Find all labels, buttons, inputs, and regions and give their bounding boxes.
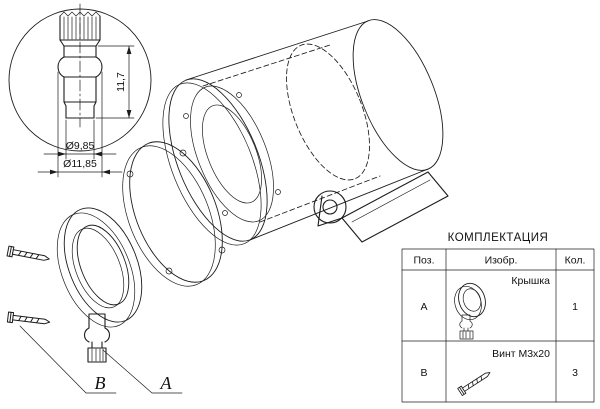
- housing-front-rim: [162, 82, 262, 246]
- callout-b-label: В: [95, 373, 106, 393]
- center-lines: [48, 160, 250, 321]
- row-a-pos: А: [420, 301, 427, 313]
- row-b-qty: 3: [572, 367, 578, 379]
- module-screw-holes: [183, 92, 281, 216]
- dim-height-label: 11,7: [115, 72, 127, 92]
- callout-b: В: [19, 325, 117, 394]
- dim-dia-large-label: Ø11,85: [63, 158, 97, 170]
- cover-ring: [56, 207, 143, 363]
- detail-view: 11,7 Ø9,85 Ø11,85: [8, 3, 152, 178]
- screw-2: [6, 311, 51, 328]
- flange-screw-holes: [126, 149, 226, 275]
- knurl-lines: [63, 16, 97, 40]
- row-b-name: Винт M3x20: [492, 348, 550, 360]
- table-grid: [401, 248, 595, 403]
- front-module-inner: [202, 104, 262, 204]
- row-a-qty: 1: [572, 301, 578, 313]
- table-header: Поз. Изобр. Кол.: [414, 255, 586, 267]
- bracket-knob-inner: [322, 199, 338, 215]
- table-row-a: А Крышка 1: [420, 275, 578, 340]
- hidden-line-bottom: [259, 175, 381, 223]
- cover-nipple: [83, 313, 111, 363]
- col-pos: Поз.: [414, 255, 435, 267]
- row-b-pos: В: [420, 367, 427, 379]
- screw-thumbnail: [457, 368, 493, 396]
- col-qty: Кол.: [565, 255, 586, 267]
- cover-thumbnail: [454, 282, 486, 340]
- camera-housing: [162, 19, 444, 246]
- mounting-bracket: [313, 171, 449, 243]
- housing-rear-cap: [352, 19, 444, 171]
- valve-nipple-detail: [57, 3, 103, 128]
- front-module-outer: [190, 85, 274, 223]
- parts-table: КОМПЛЕКТАЦИЯ Поз. Изобр. Кол. А Крышка 1: [401, 232, 595, 403]
- screws: [6, 245, 51, 328]
- callout-a: А: [102, 349, 183, 394]
- hidden-bulkhead: [286, 43, 370, 181]
- hidden-line-top: [202, 44, 331, 87]
- cover-thumbnail-nipple: [459, 314, 474, 340]
- nipple-knurl: [91, 348, 104, 362]
- table-row-b: В Винт M3x20 3: [420, 348, 578, 396]
- dim-dia-large: Ø11,85: [37, 71, 123, 178]
- flange-ring: [122, 141, 226, 287]
- dim-dia-small-label: Ø9,85: [66, 140, 95, 152]
- parts-table-title: КОМПЛЕКТАЦИЯ: [448, 232, 549, 244]
- dim-dia-small: Ø9,85: [43, 119, 117, 160]
- col-img: Изобр.: [485, 255, 518, 267]
- screw-1: [6, 245, 51, 265]
- callout-a-label: А: [160, 373, 173, 393]
- row-a-name: Крышка: [511, 275, 550, 287]
- bracket-knob-outer: [313, 190, 347, 224]
